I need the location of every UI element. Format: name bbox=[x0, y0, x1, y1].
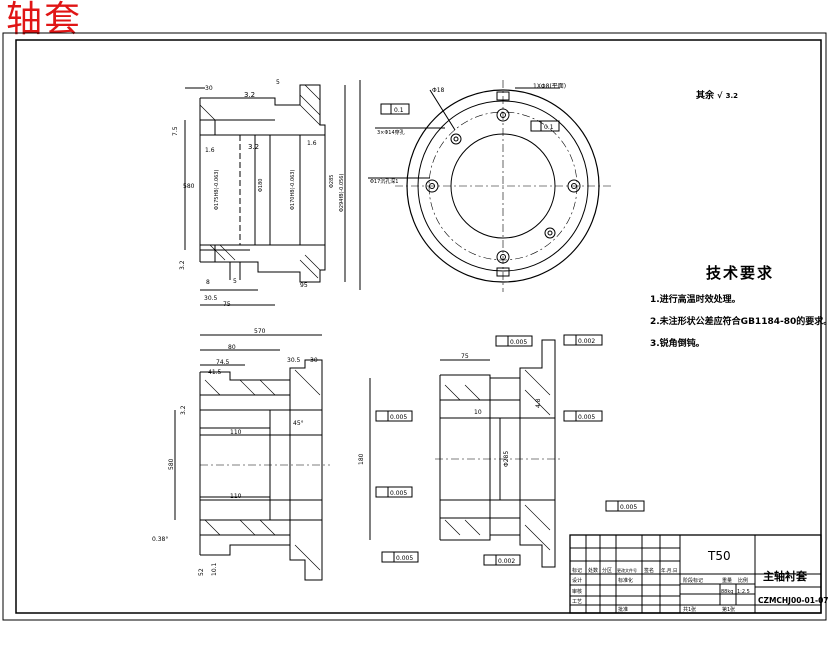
v1-dim-11: Φ285 bbox=[329, 175, 335, 188]
v2-label-0: Φ18 bbox=[432, 87, 445, 94]
inner-frame bbox=[15, 39, 822, 614]
v3-dim-0: 570 bbox=[254, 328, 266, 335]
v1-dim-3: 7.5 bbox=[172, 126, 179, 136]
v4-tol-2: 0.005 bbox=[390, 414, 407, 421]
sheet-title: 轴套 bbox=[6, 0, 83, 40]
drawing-no-text: CZMCHJ00-01-07 bbox=[758, 596, 829, 605]
title-block: T50 主轴衬套 CZMCHJ00-01-07 1:2.5 88kg 阶段标记 … bbox=[569, 534, 829, 614]
v3-dim-12: 52 bbox=[198, 568, 205, 576]
v1-dim-18: 95 bbox=[300, 282, 308, 289]
v1-dim-6: 1.6 bbox=[307, 140, 317, 147]
v1-dim-2: 3.2 bbox=[244, 91, 255, 99]
v3-dim-10: 580 bbox=[168, 458, 175, 470]
v1-dim-1: 5 bbox=[276, 79, 280, 86]
roughness-note-label: 其余 bbox=[696, 91, 715, 101]
tech-item: 2.未注形状公差应符合GB1184-80的要求。 bbox=[650, 317, 830, 327]
v4-tol-3: 0.005 bbox=[578, 414, 595, 421]
sheets-label: 共1张 bbox=[683, 606, 696, 613]
v4-tol-5: 0.005 bbox=[620, 504, 637, 511]
v1-dim-4: 1.6 bbox=[205, 147, 215, 154]
v3-dim-11: 0.38° bbox=[152, 536, 168, 543]
view4-section: 75 10 180 Φ285 4.8 0.005 0.002 0.005 0.0… bbox=[358, 334, 645, 568]
v4-tol-7: 0.002 bbox=[498, 558, 515, 565]
v4-dim-3: Φ285 bbox=[503, 451, 510, 467]
v4-tol-1: 0.002 bbox=[578, 338, 595, 345]
v4-dim-2: 180 bbox=[358, 453, 365, 465]
tb-header-2: 分区 bbox=[602, 567, 612, 574]
tb-header-3: 更改文件号 bbox=[617, 567, 637, 573]
v3-dim-3: 30.5 bbox=[287, 357, 301, 364]
roughness-value: 3.2 bbox=[725, 92, 739, 100]
tech-item: 1.进行高温时效处理。 bbox=[650, 295, 741, 305]
v1-dim-10: Φ170H8(-0.063) bbox=[290, 170, 296, 210]
standard-label: 标准化 bbox=[618, 577, 633, 584]
v3-dim-9: 110 bbox=[230, 493, 242, 500]
v3-dim-1: 80 bbox=[228, 344, 236, 351]
v3-dim-5: 41.5 bbox=[208, 369, 222, 376]
v2-label-5: Φ17沉孔深1 bbox=[370, 178, 398, 185]
v1-dim-8: Φ175H8(-0.063) bbox=[214, 170, 220, 210]
v4-dim-0: 75 bbox=[461, 353, 469, 360]
v1-dim-14: 8 bbox=[206, 279, 210, 286]
scale-label: 比例 bbox=[738, 577, 748, 584]
v3-dim-2: 74.5 bbox=[216, 359, 230, 366]
approve-label: 批准 bbox=[618, 606, 628, 613]
v1-dim-5: 3.2 bbox=[248, 143, 259, 151]
v4-tol-0: 0.005 bbox=[510, 339, 527, 346]
v1-dim-15: 5 bbox=[233, 278, 237, 285]
v1-dim-17: 75 bbox=[223, 301, 231, 308]
tb-header-4: 签名 bbox=[644, 567, 654, 574]
v4-tol-4: 0.005 bbox=[390, 490, 407, 497]
tech-requirements-title: 技术要求 bbox=[706, 264, 775, 282]
stage-label: 阶段标记 bbox=[683, 577, 703, 584]
v4-dim-1: 10 bbox=[474, 409, 482, 416]
scale-value: 1:2.5 bbox=[737, 589, 750, 595]
tb-header-0: 标记 bbox=[572, 567, 582, 574]
v3-dim-4: 30 bbox=[310, 357, 318, 364]
v1-dim-13: 3.2 bbox=[179, 260, 186, 270]
weight-label: 重量 bbox=[722, 577, 732, 584]
v3-dim-8: 110 bbox=[230, 429, 242, 436]
v1-dim-0: 30 bbox=[205, 85, 213, 92]
design-label: 设计 bbox=[572, 577, 582, 584]
process-label: 工艺 bbox=[572, 599, 582, 605]
view1-section: 30 5 3.2 7.5 1.6 3.2 1.6 580 Φ175H8(-0.0… bbox=[172, 79, 361, 308]
view2-section: Φ18 1XΦ8(平面) 0.1 0.1 3×Φ14穿孔 Φ17沉孔深1 bbox=[368, 80, 612, 292]
tb-header-5: 年.月.日 bbox=[661, 567, 677, 574]
weight-value: 88kg bbox=[721, 589, 733, 595]
v2-label-3: 0.1 bbox=[544, 124, 554, 131]
v4-dim-4: 4.8 bbox=[535, 398, 542, 408]
bolt-holes bbox=[425, 91, 581, 277]
tech-item: 3.锐角倒钝。 bbox=[650, 339, 705, 349]
tb-header-1: 处数 bbox=[588, 567, 598, 574]
v2-label-2: 0.1 bbox=[394, 107, 404, 114]
v4-tol-6: 0.005 bbox=[396, 555, 413, 562]
roughness-symbol: √ bbox=[717, 91, 723, 100]
material-text: T50 bbox=[707, 549, 731, 563]
v1-dim-16: 30.5 bbox=[204, 295, 218, 302]
v2-label-4: 3×Φ14穿孔 bbox=[377, 129, 405, 136]
v3-dim-7: 45° bbox=[293, 420, 304, 427]
tech-requirements: 技术要求 1.进行高温时效处理。 2.未注形状公差应符合GB1184-80的要求… bbox=[650, 262, 830, 349]
review-label: 审核 bbox=[572, 588, 582, 595]
view3-section: 570 80 74.5 30.5 30 41.5 3.2 45° 110 110… bbox=[152, 328, 330, 581]
v3-dim-6: 3.2 bbox=[180, 405, 187, 415]
outer-frame bbox=[2, 32, 827, 621]
v2-label-1: 1XΦ8(平面) bbox=[533, 83, 566, 90]
sheet-label: 第1张 bbox=[722, 606, 735, 613]
v1-dim-9: Φ180 bbox=[258, 179, 264, 192]
v1-dim-7: 580 bbox=[183, 183, 195, 190]
v1-dim-12: Φ294f8(-0.056) bbox=[339, 174, 345, 212]
v3-dim-13: 10.1 bbox=[211, 562, 218, 576]
roughness-note: 其余 √ 3.2 bbox=[696, 88, 738, 101]
part-name-text: 主轴衬套 bbox=[763, 569, 808, 583]
